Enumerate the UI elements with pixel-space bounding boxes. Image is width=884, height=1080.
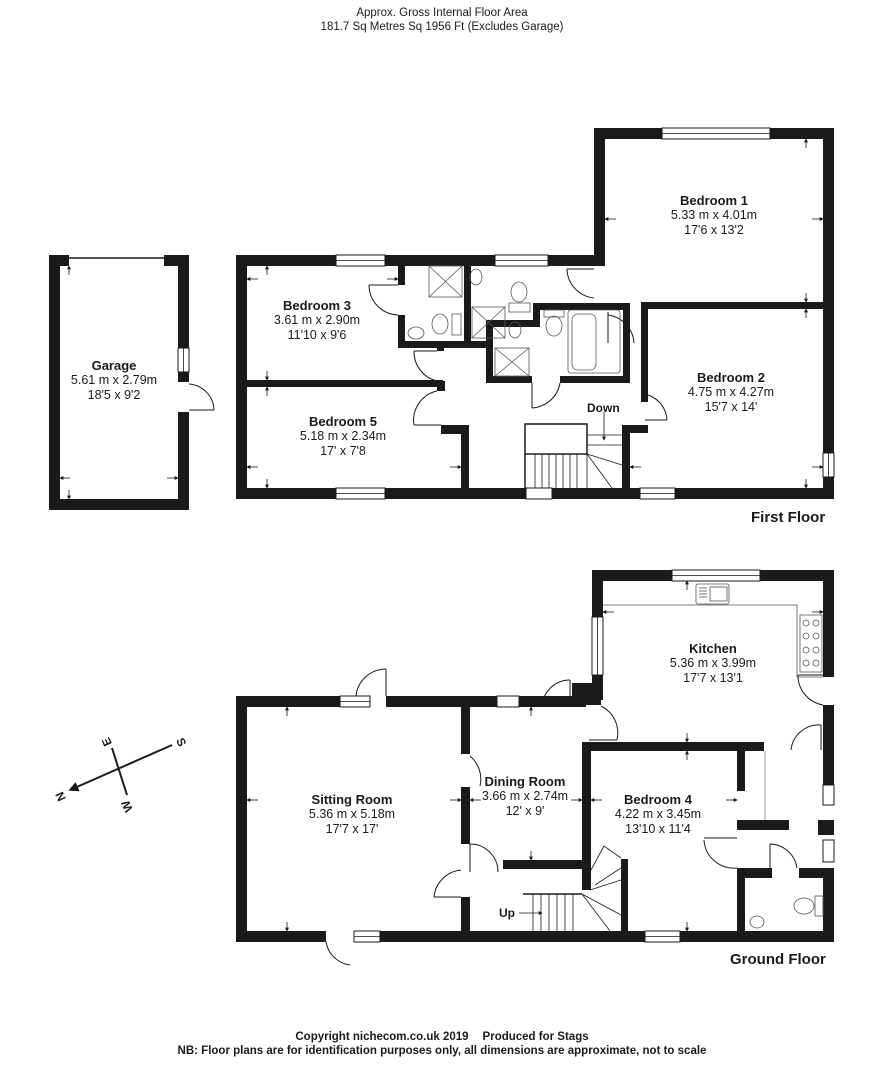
- produced-for-text: Produced for Stags: [482, 1031, 589, 1043]
- room-name: Dining Room: [484, 774, 566, 789]
- ground-floor-plan: [236, 569, 835, 966]
- room-metric: 5.36 m x 3.99m: [669, 656, 757, 670]
- room-name: Bedroom 3: [283, 298, 351, 313]
- room-name: Bedroom 2: [697, 370, 765, 385]
- room-metric: 5.61 m x 2.79m: [70, 373, 158, 387]
- room-metric: 5.18 m x 2.34m: [299, 429, 387, 443]
- room-label-bedroom-2: Bedroom 2 4.75 m x 4.27m 15'7 x 14': [688, 370, 774, 415]
- room-label-garage: Garage 5.61 m x 2.79m 18'5 x 9'2: [71, 358, 157, 403]
- ground-floor-label: Ground Floor: [730, 951, 826, 968]
- dimension-markers: [59, 138, 824, 932]
- room-imperial: 11'10 x 9'6: [287, 328, 347, 342]
- room-name: Kitchen: [689, 641, 737, 656]
- room-imperial: 12' x 9': [505, 804, 545, 818]
- room-metric: 4.75 m x 4.27m: [687, 385, 775, 399]
- room-metric: 5.33 m x 4.01m: [670, 208, 758, 222]
- stairs-down-label: Down: [587, 401, 620, 415]
- floor-area-header: Approx. Gross Internal Floor Area 181.7 …: [0, 6, 884, 34]
- room-metric: 3.61 m x 2.90m: [273, 313, 361, 327]
- room-name: Bedroom 5: [309, 414, 377, 429]
- compass-east-letter: E: [99, 735, 115, 748]
- room-metric: 3.66 m x 2.74m: [481, 789, 569, 803]
- room-label-kitchen: Kitchen 5.36 m x 3.99m 17'7 x 13'1: [670, 641, 756, 686]
- disclaimer-text: NB: Floor plans are for identification p…: [177, 1045, 707, 1057]
- room-metric: 5.36 m x 5.18m: [308, 807, 396, 821]
- room-label-bedroom-4: Bedroom 4 4.22 m x 3.45m 13'10 x 11'4: [615, 792, 701, 837]
- room-imperial: 17'7 x 17': [325, 822, 379, 836]
- room-label-sitting-room: Sitting Room 5.36 m x 5.18m 17'7 x 17': [309, 792, 395, 837]
- first-floor-label: First Floor: [751, 509, 826, 526]
- garage-plan: [49, 255, 215, 510]
- room-name: Bedroom 1: [680, 193, 748, 208]
- room-imperial: 18'5 x 9'2: [87, 388, 141, 402]
- copyright-text: Copyright nichecom.co.uk 2019: [295, 1031, 469, 1043]
- room-name: Bedroom 4: [624, 792, 692, 807]
- room-label-bedroom-3: Bedroom 3 3.61 m x 2.90m 11'10 x 9'6: [274, 298, 360, 343]
- copyright-footer: Copyright nichecom.co.uk 2019 Produced fo…: [0, 1030, 884, 1058]
- room-label-bedroom-5: Bedroom 5 5.18 m x 2.34m 17' x 7'8: [300, 414, 386, 459]
- compass-rose: N S E W: [53, 735, 190, 814]
- room-label-bedroom-1: Bedroom 1 5.33 m x 4.01m 17'6 x 13'2: [671, 193, 757, 238]
- first-floor-plan: [236, 127, 835, 500]
- compass-west-letter: W: [118, 798, 136, 815]
- header-area-total: 181.7 Sq Metres Sq 1956 Ft (Excludes Gar…: [320, 21, 564, 33]
- compass-north-letter: N: [53, 790, 69, 804]
- room-metric: 4.22 m x 3.45m: [614, 807, 702, 821]
- compass-south-letter: S: [173, 736, 189, 749]
- stairs-up-label: Up: [499, 906, 515, 920]
- room-imperial: 17'6 x 13'2: [684, 223, 744, 237]
- room-name: Sitting Room: [311, 792, 393, 807]
- room-name: Garage: [91, 358, 137, 373]
- room-label-dining-room: Dining Room 3.66 m x 2.74m 12' x 9': [482, 774, 568, 819]
- room-imperial: 13'10 x 11'4: [625, 822, 691, 836]
- room-imperial: 17' x 7'8: [320, 444, 366, 458]
- room-imperial: 15'7 x 14': [704, 400, 758, 414]
- header-title: Approx. Gross Internal Floor Area: [356, 7, 528, 19]
- room-imperial: 17'7 x 13'1: [683, 671, 743, 685]
